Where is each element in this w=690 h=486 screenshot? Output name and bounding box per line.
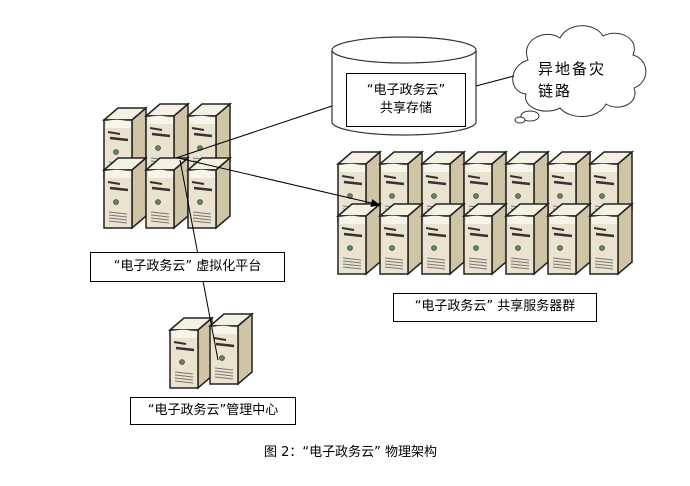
server-icon xyxy=(336,202,382,276)
disaster-recovery-label: 异地备灾 链路 xyxy=(538,58,606,102)
cloud-label-line2: 链路 xyxy=(538,82,573,100)
shared-server-cluster xyxy=(336,150,634,276)
server-icon xyxy=(102,156,148,230)
server-icon xyxy=(504,202,550,276)
server-icon xyxy=(462,202,508,276)
server-icon xyxy=(588,202,634,276)
management-center-label: “电子政务云”管理中心 xyxy=(130,397,296,425)
server-icon xyxy=(378,202,424,276)
cloud-label-line1: 异地备灾 xyxy=(538,60,607,78)
server-icon xyxy=(168,316,214,390)
cloud-icon xyxy=(512,25,647,124)
server-icon xyxy=(420,202,466,276)
link-platform-cluster xyxy=(177,157,381,207)
link-storage-cloud xyxy=(475,75,515,87)
server-icon xyxy=(546,202,592,276)
shared-server-cluster-label: “电子政务云” 共享服务器群 xyxy=(393,293,597,322)
virtualization-platform-label: “电子政务云” 虚拟化平台 xyxy=(90,252,285,282)
storage-label-line2: 共享存储 xyxy=(379,101,432,116)
shared-storage-label: “电子政务云” 共享存储 xyxy=(346,73,466,127)
figure-caption: 图 2：“电子政务云” 物理架构 xyxy=(264,445,438,460)
link-platform-storage xyxy=(175,105,333,159)
storage-label-line1: “电子政务云” xyxy=(366,82,446,98)
